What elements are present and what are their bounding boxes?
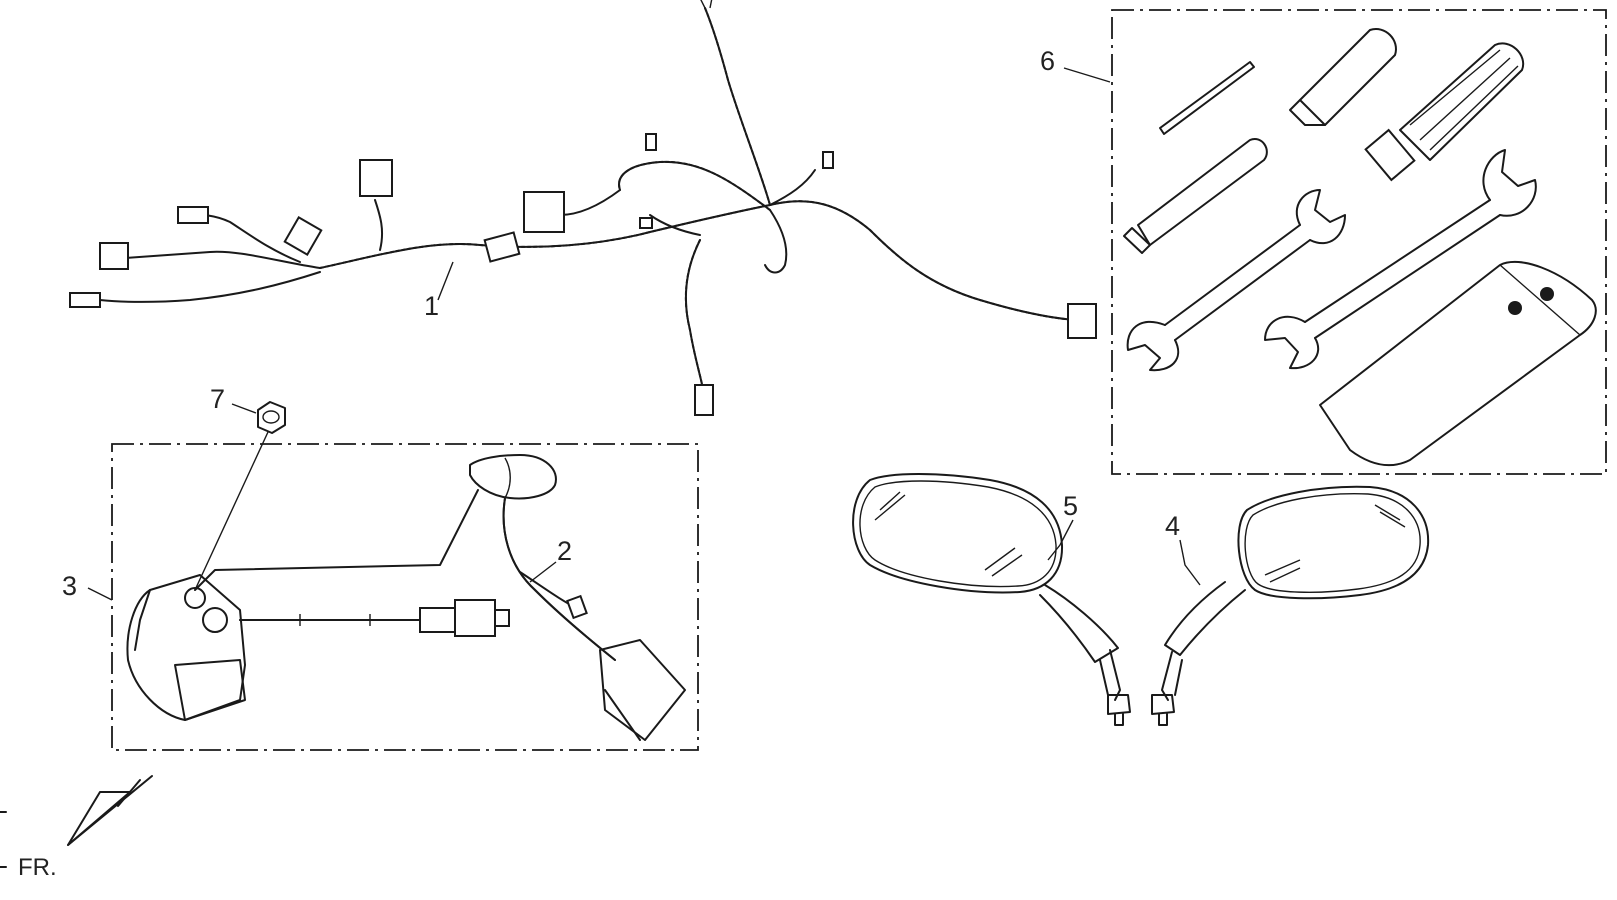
callout-5: 5 — [1063, 491, 1078, 521]
connector-mid-1 — [523, 191, 565, 233]
callout-6: 6 — [1040, 46, 1055, 76]
connector-small — [639, 217, 653, 229]
nut — [257, 401, 286, 434]
connector-left-4 — [283, 216, 323, 256]
small-wrench — [1126, 189, 1346, 372]
starter-relay — [126, 574, 246, 721]
right-mirror — [1151, 485, 1430, 726]
front-label: FR. — [18, 854, 57, 881]
socket-wrench — [1123, 138, 1268, 254]
starter-relay-kit — [111, 431, 699, 751]
connector-left-3 — [69, 292, 101, 308]
screwdriver-bit — [1159, 61, 1255, 135]
large-wrench — [1264, 149, 1537, 370]
callout-4: 4 — [1165, 511, 1180, 541]
connector-bottom — [694, 384, 714, 416]
callout-7: 7 — [210, 384, 225, 414]
relay-connector-1 — [419, 607, 461, 633]
callout-3: 3 — [62, 571, 77, 601]
tool-kit — [1111, 9, 1607, 475]
tool-kit-frame — [1111, 9, 1607, 475]
relay-connector-3 — [494, 609, 510, 627]
grip-handle — [1364, 42, 1525, 182]
tool-pouch — [1319, 260, 1597, 467]
connector-top-1 — [359, 159, 393, 197]
connector-left-1 — [99, 242, 129, 270]
relay-kit-frame — [111, 443, 699, 751]
screwdriver-handle — [1289, 28, 1397, 126]
connector-top-2 — [645, 133, 657, 151]
front-direction-indicator: FR. — [0, 775, 153, 881]
relay-connector-2 — [454, 599, 496, 637]
connector-left-2 — [177, 206, 209, 224]
callout-2: 2 — [557, 536, 572, 566]
left-mirror — [852, 473, 1131, 726]
callout-1: 1 — [424, 291, 439, 321]
callouts: 1 2 3 4 5 6 7 — [62, 46, 1201, 601]
relay-harness — [194, 454, 686, 741]
relay-wire — [239, 599, 510, 637]
connector-right — [1067, 303, 1097, 339]
connector-mid-2 — [483, 231, 521, 263]
connector-top-3 — [822, 151, 834, 169]
wire-harness — [69, 0, 1097, 416]
